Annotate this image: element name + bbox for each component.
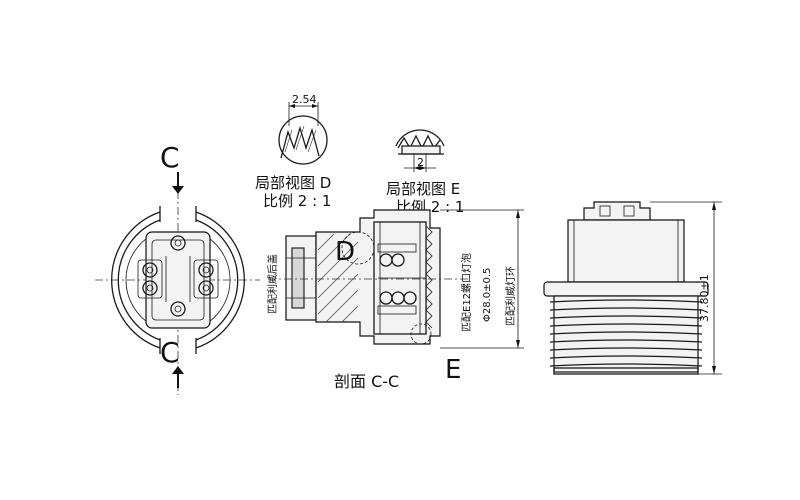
detail-d-title: 局部视图 D	[255, 174, 331, 192]
detail-e-dimension: 2	[417, 156, 424, 169]
section-view-cc: D E 匹配利威后盖 匹配E12螺口灯泡 Φ28.0±0.5 匹配利威灯环 剖面…	[266, 209, 524, 391]
marker-e: E	[445, 355, 461, 385]
detail-d-scale: 比例 2 : 1	[263, 192, 331, 210]
detail-view-e: 2 局部视图 E 比例 2 : 1	[386, 129, 464, 216]
detail-e-title: 局部视图 E	[386, 180, 460, 198]
thread-teeth	[425, 225, 433, 329]
section-caption: 剖面 C-C	[334, 372, 399, 391]
label-rear-cap: 匹配利威后盖	[266, 254, 279, 314]
detail-d-dimension: 2.54	[292, 93, 317, 106]
side-thread-lines	[549, 299, 703, 367]
label-e12-thread: 匹配E12螺口灯泡	[460, 253, 473, 332]
side-view: 37.80±1	[543, 201, 722, 375]
front-view: C C	[95, 141, 260, 395]
core-hatching	[317, 233, 359, 323]
height-dimension: 37.80±1	[698, 274, 711, 322]
marker-d: D	[335, 237, 355, 267]
section-mark-c-bottom: C	[160, 336, 180, 369]
section-mark-c-top: C	[160, 141, 180, 174]
detail-view-d: 2.54 局部视图 D 比例 2 : 1	[255, 93, 331, 210]
label-diameter: Φ28.0±0.5	[482, 268, 493, 322]
label-lamp-ring: 匹配利威灯环	[504, 266, 517, 326]
